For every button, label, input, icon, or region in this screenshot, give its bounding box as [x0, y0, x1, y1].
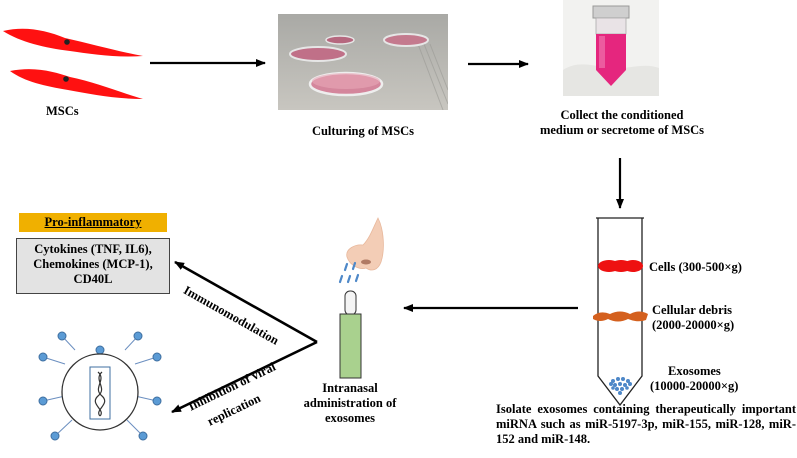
isolate-label: Isolate exosomes containing therapeutica… [496, 402, 796, 446]
msc-nucleus [64, 39, 70, 45]
exosome-pellet [609, 377, 632, 395]
virus-illustration [38, 331, 162, 441]
msc-cells [3, 28, 143, 99]
intranasal-label: Intranasal administration of exosomes [303, 381, 397, 425]
virus-genome-box [89, 366, 111, 420]
collect-label: Collect the conditioned medium or secret… [539, 108, 705, 137]
culture-dishes-photo [278, 14, 448, 110]
virus-rna [97, 371, 106, 417]
msc-nucleus [63, 76, 69, 82]
msc-cell [10, 69, 143, 99]
exosomes-label-1: Exosomes [668, 364, 721, 378]
arrow-immunomodulation [174, 260, 318, 344]
nose-illustration [346, 217, 384, 271]
msc-cell [3, 28, 143, 57]
spray-droplets [338, 261, 360, 284]
cells-band [623, 260, 643, 272]
nasal-spray-bottle [339, 290, 362, 379]
debris-label-2: (2000-20000×g) [652, 318, 735, 332]
debris-band [593, 311, 648, 322]
proinflammatory-box: Cytokines (TNF, IL6), Chemokines (MCP-1)… [16, 238, 170, 294]
mscs-label: MSCs [46, 104, 79, 118]
proinflammatory-header: Pro-inflammatory [19, 213, 167, 232]
centrifuge-tube [593, 217, 648, 407]
arrow-inhibition [171, 340, 318, 414]
nostril [361, 259, 371, 265]
virus-capsid [61, 353, 139, 431]
culturing-label: Culturing of MSCs [311, 124, 415, 138]
debris-label-1: Cellular debris [652, 303, 732, 317]
cells-label: Cells (300-500×g) [649, 260, 742, 274]
conditioned-medium-photo [563, 0, 659, 96]
exosomes-label-2: (10000-20000×g) [650, 379, 739, 393]
